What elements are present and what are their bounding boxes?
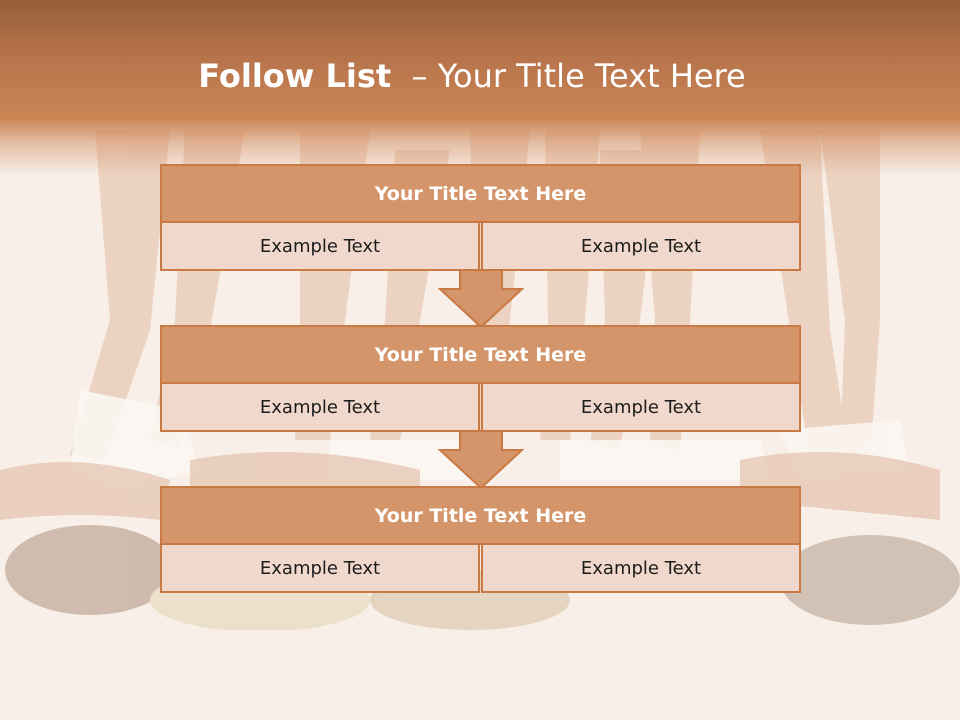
slide-title: Follow List – Your Title Text Here — [0, 52, 944, 100]
block-row: Example Text Example Text — [160, 543, 801, 593]
block-title: Your Title Text Here — [160, 486, 801, 545]
title-band — [0, 0, 960, 175]
block-cell-left: Example Text — [160, 221, 480, 271]
slide-title-bold: Follow List — [198, 57, 392, 95]
block-cell-left: Example Text — [160, 543, 480, 593]
down-arrow-icon — [438, 269, 524, 329]
down-arrow-icon — [438, 430, 524, 490]
block-row: Example Text Example Text — [160, 221, 801, 271]
block-title: Your Title Text Here — [160, 164, 801, 223]
block-title: Your Title Text Here — [160, 325, 801, 384]
block-cell-right: Example Text — [481, 221, 801, 271]
block-row: Example Text Example Text — [160, 382, 801, 432]
block-cell-left: Example Text — [160, 382, 480, 432]
slide-title-rest: – Your Title Text Here — [391, 57, 746, 95]
block-cell-right: Example Text — [481, 382, 801, 432]
block-cell-right: Example Text — [481, 543, 801, 593]
